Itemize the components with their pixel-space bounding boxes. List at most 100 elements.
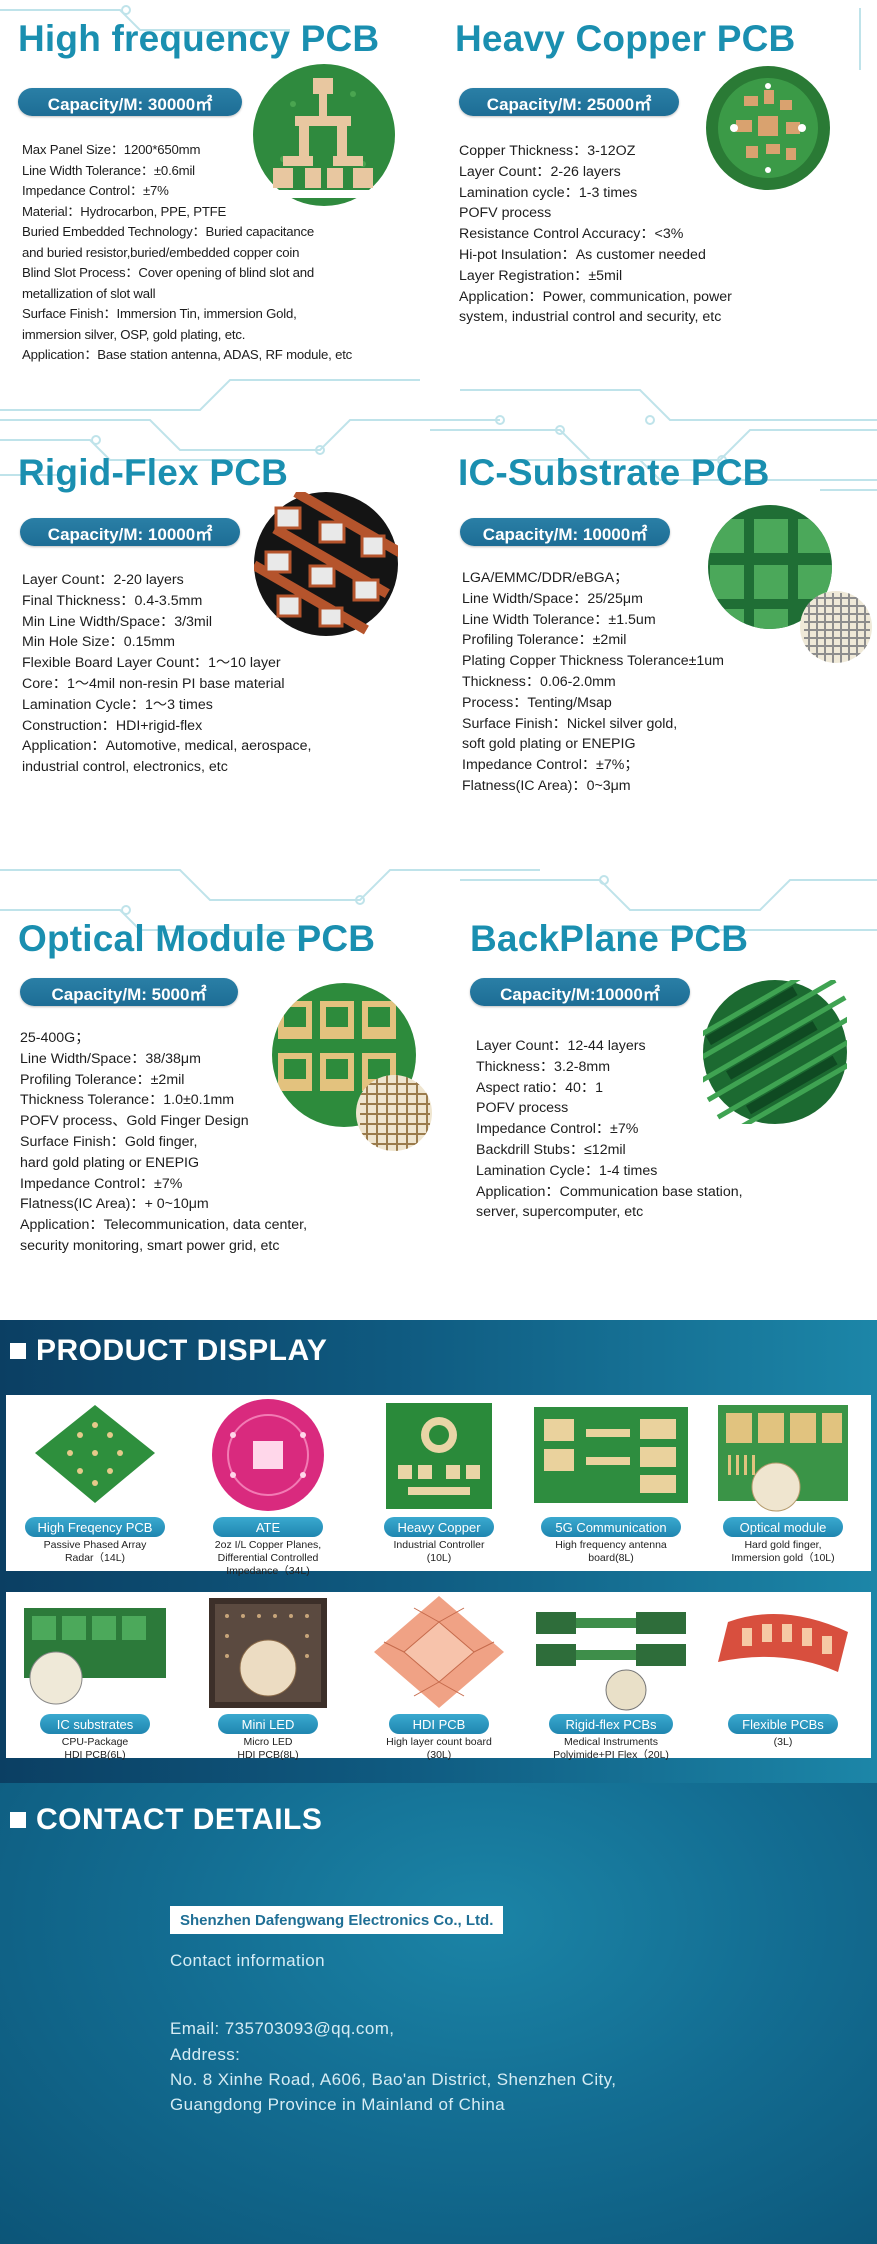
- product-label: ATE: [213, 1517, 323, 1537]
- spec-heavy-copper: Heavy Copper PCB Capacity/M: 25000㎡ Copp…: [455, 18, 796, 325]
- spec-high-frequency: High frequency PCB Capacity/M: 30000㎡ Ma…: [18, 18, 379, 362]
- spec-title: Optical Module PCB: [18, 918, 376, 959]
- high-frequency-pcb-image: [253, 64, 395, 206]
- section-heading: CONTACT DETAILS: [10, 1803, 322, 1837]
- caption-line: Hard gold finger,: [744, 1539, 822, 1551]
- spec-list: Max Panel Size：1200*650mm Line Width Tol…: [22, 140, 352, 366]
- spec-line: hard gold plating or ENEPIG: [20, 1154, 200, 1171]
- spec-line: Flatness(IC Area)：+ 0~10μm: [20, 1196, 209, 1213]
- caption-line: Radar（14L): [64, 1552, 126, 1564]
- spec-rigid-flex: Rigid-Flex PCB Capacity/M: 10000㎡ Layer …: [18, 452, 311, 775]
- spec-line: Layer Count：2-20 layers: [22, 572, 184, 588]
- caption-line: (30L): [426, 1749, 452, 1761]
- product-label: Optical module: [723, 1517, 843, 1537]
- product-caption: High frequency antenna board(8L): [526, 1539, 696, 1565]
- contact-email[interactable]: Email: 735703093@qq.com,: [170, 2019, 395, 2038]
- spec-list: Layer Count：12-44 layers Thickness：3.2-8…: [476, 1036, 743, 1223]
- product-caption: Micro LED HDI PCB(8L): [183, 1736, 353, 1762]
- spec-line: Lamination Cycle：1～3 times: [22, 696, 213, 713]
- spec-line: Surface Finish：Gold finger,: [20, 1133, 198, 1150]
- capacity-badge: Capacity/M: 30000㎡: [18, 88, 242, 116]
- flexible-pcb-image: [718, 1614, 848, 1672]
- spec-line: Application：Power, communication, power: [459, 288, 732, 305]
- caption-line: 2oz I/L Copper Planes,: [214, 1539, 322, 1551]
- product-caption: Industrial Controller (10L): [354, 1539, 524, 1565]
- spec-line: Surface Finish：Nickel silver gold,: [462, 715, 678, 732]
- spec-line: Profiling Tolerance：±2mil: [462, 632, 627, 649]
- spec-list: Layer Count：2-20 layers Final Thickness：…: [22, 570, 311, 778]
- section-heading: PRODUCT DISPLAY: [10, 1334, 327, 1368]
- spec-line: Application：Communication base station,: [476, 1183, 743, 1200]
- spec-line: Line Width/Space：38/38μm: [20, 1050, 201, 1067]
- spec-line: POFV process: [459, 205, 552, 222]
- spec-title: Heavy Copper PCB: [455, 18, 796, 59]
- spec-line: Impedance Control：±7%；: [462, 757, 639, 774]
- spec-line: Application：Automotive, medical, aerospa…: [22, 738, 312, 755]
- address-label: Address:: [170, 2045, 241, 2064]
- capacity-badge: Capacity/M: 5000㎡: [20, 978, 238, 1006]
- spec-line: Profiling Tolerance：±2mil: [20, 1071, 185, 1088]
- spec-line: Surface Finish：Immersion Tin, immersion …: [22, 306, 297, 321]
- caption-line: (3L): [773, 1736, 793, 1748]
- spec-line: Buried Embedded Technology：Buried capaci…: [22, 224, 315, 239]
- spec-line: Hi-pot Insulation：As customer needed: [459, 246, 706, 263]
- spec-line: Construction：HDI+rigid-flex: [22, 717, 203, 734]
- spec-list: 25-400G； Line Width/Space：38/38μm Profil…: [20, 1028, 307, 1257]
- caption-line: HDI PCB(8L): [237, 1749, 299, 1761]
- spec-line: Resistance Control Accuracy：<3%: [459, 226, 684, 243]
- product-caption: (3L): [698, 1736, 868, 1749]
- spec-line: Line Width/Space：25/25μm: [462, 590, 643, 607]
- spec-line: server, supercomputer, etc: [476, 1204, 644, 1221]
- spec-line: Application：Telecommunication, data cent…: [20, 1217, 308, 1234]
- spec-line: Line Width Tolerance：±0.6mil: [22, 162, 195, 178]
- capacity-badge: Capacity/M: 25000㎡: [459, 88, 679, 116]
- spec-line: Plating Copper Thickness Tolerance±1um: [462, 653, 724, 670]
- product-label: Rigid-flex PCBs: [549, 1714, 673, 1734]
- rigid-flex-board-image: [536, 1612, 686, 1711]
- high-frequency-board-image: [35, 1405, 155, 1503]
- spec-line: soft gold plating or ENEPIG: [462, 736, 636, 753]
- spec-line: Copper Thickness：3-12OZ: [459, 143, 636, 159]
- spec-line: Flexible Board Layer Count：1～10 layer: [22, 655, 281, 672]
- caption-line: HDI PCB(6L): [64, 1749, 126, 1761]
- capacity-badge: Capacity/M: 10000㎡: [460, 518, 670, 546]
- spec-list: Copper Thickness：3-12OZ Layer Count：2-26…: [459, 141, 732, 328]
- spec-line: Thickness Tolerance：1.0±0.1mm: [20, 1092, 235, 1109]
- spec-line: Process：Tenting/Msap: [462, 694, 612, 711]
- spec-line: Flatness(IC Area)：0~3μm: [462, 777, 631, 794]
- product-row-1: High Freqency PCB Passive Phased Array R…: [6, 1395, 871, 1577]
- heading-text: CONTACT DETAILS: [36, 1803, 323, 1836]
- mini-led-board-image: [209, 1598, 327, 1708]
- ate-board-image: [212, 1399, 324, 1511]
- caption-line: CPU-Package: [61, 1736, 129, 1748]
- spec-line: Thickness：3.2-8mm: [476, 1058, 611, 1075]
- spec-line: system, industrial control and security,…: [459, 309, 722, 326]
- spec-line: immersion silver, OSP, gold plating, etc…: [22, 326, 246, 342]
- spec-line: Impedance Control：±7%: [22, 183, 169, 198]
- caption-line: Impedance（34L): [226, 1565, 310, 1577]
- product-label: Mini LED: [218, 1714, 318, 1734]
- spec-list: LGA/EMMC/DDR/eBGA； Line Width/Space：25/2…: [462, 568, 724, 797]
- spec-line: security monitoring, smart power grid, e…: [20, 1237, 280, 1254]
- caption-line: Industrial Controller: [393, 1539, 485, 1551]
- spec-line: Aspect ratio：40：1: [476, 1079, 603, 1096]
- optical-module-pcb-image: [272, 983, 432, 1151]
- product-caption: Hard gold finger, Immersion gold（10L): [698, 1539, 868, 1565]
- spec-line: Lamination Cycle：1-4 times: [476, 1162, 658, 1179]
- product-row-2: IC substrates CPU-Package HDI PCB(6L) Mi…: [6, 1592, 871, 1761]
- optical-module-board-image: [718, 1405, 848, 1512]
- spec-line: Blind Slot Process：Cover opening of blin…: [22, 265, 315, 280]
- company-name: Shenzhen Dafengwang Electronics Co., Ltd…: [170, 1906, 504, 1934]
- caption-line: Immersion gold（10L): [731, 1552, 835, 1564]
- hdi-pcb-board-image: [374, 1596, 504, 1708]
- spec-line: Material：Hydrocarbon, PPE, PTFE: [22, 203, 227, 219]
- caption-line: (10L): [426, 1552, 452, 1564]
- heavy-copper-pcb-image: [706, 66, 830, 190]
- product-caption: Passive Phased Array Radar（14L): [10, 1539, 180, 1565]
- ic-substrate-pcb-image: [708, 505, 872, 663]
- spec-line: Min Hole Size：0.15mm: [22, 634, 175, 651]
- spec-ic-substrate: IC-Substrate PCB Capacity/M: 10000㎡ LGA/…: [458, 452, 770, 794]
- caption-line: Micro LED: [243, 1736, 293, 1748]
- spec-line: Core：1～4mil non-resin PI base material: [22, 675, 285, 692]
- product-label: Flexible PCBs: [728, 1714, 838, 1734]
